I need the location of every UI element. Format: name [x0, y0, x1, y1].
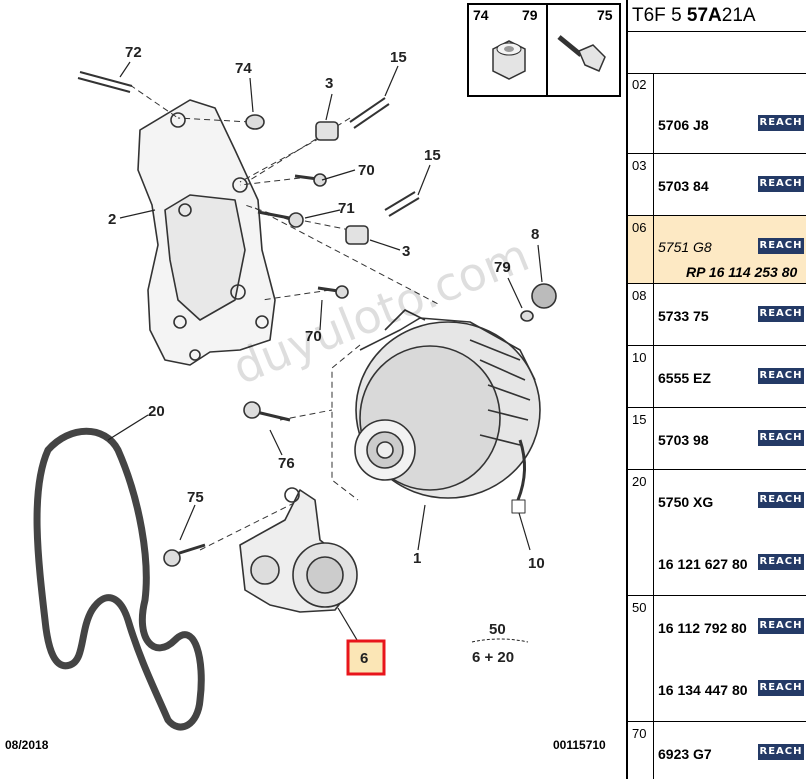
callout-15[interactable]: 15	[390, 49, 407, 66]
row-index: 02	[628, 73, 654, 153]
part-number[interactable]: 16 134 447 80	[658, 682, 748, 698]
part-number[interactable]: 5703 84	[658, 178, 709, 194]
part-number[interactable]: 5751 G8	[658, 239, 712, 255]
spacer-part[interactable]	[345, 225, 369, 245]
nut-part[interactable]	[245, 114, 265, 130]
belt-part[interactable]	[33, 427, 205, 731]
reach-badge: REACH	[758, 430, 804, 446]
inset-label-74: 74	[473, 7, 489, 23]
header-model: T6F	[632, 5, 666, 26]
panel-blank-row	[628, 32, 806, 74]
parts-row-02[interactable]: 02 5706 J8 REACH	[628, 73, 806, 154]
callout-70[interactable]: 70	[358, 162, 375, 179]
callout-2[interactable]: 2	[108, 211, 116, 228]
part-number[interactable]: 5733 75	[658, 308, 709, 324]
parts-row-15[interactable]: 15 5703 98 REACH	[628, 408, 806, 470]
svg-text:6 + 20: 6 + 20	[472, 649, 514, 666]
row-index: 15	[628, 408, 654, 469]
catalog-reference-header: T6F 5 57A21A	[628, 0, 806, 32]
parts-row-20[interactable]: 20 5750 XG REACH 16 121 627 80 REACH	[628, 470, 806, 596]
row-index: 03	[628, 154, 654, 215]
svg-text:50: 50	[489, 621, 506, 638]
callout-3[interactable]: 3	[402, 243, 410, 260]
parts-row-70[interactable]: 70 6923 G7 REACH	[628, 722, 806, 779]
reach-badge: REACH	[758, 176, 804, 192]
header-variant: 21A	[721, 5, 756, 26]
callout-76[interactable]: 76	[278, 455, 295, 472]
header-group: 5	[671, 5, 682, 26]
row-index: 08	[628, 284, 654, 345]
footer-date: 08/2018	[5, 738, 49, 752]
inset-label-79: 79	[522, 7, 538, 23]
part-number[interactable]: 5706 J8	[658, 117, 709, 133]
flange-nut-icon	[492, 40, 526, 80]
part-number[interactable]: 16 121 627 80	[658, 556, 748, 572]
reach-badge: REACH	[758, 115, 804, 131]
reach-badge: REACH	[758, 680, 804, 696]
reach-badge: REACH	[758, 554, 804, 570]
callout-72[interactable]: 72	[125, 44, 142, 61]
row-index: 70	[628, 722, 654, 779]
reach-badge: REACH	[758, 618, 804, 634]
inset-divider	[546, 5, 548, 95]
bracket-part[interactable]	[137, 99, 276, 366]
callout-79[interactable]: 79	[494, 259, 511, 276]
header-plate: 57A	[686, 5, 722, 26]
reach-badge: REACH	[758, 306, 804, 322]
fastener-inset: 74 79 75	[467, 3, 621, 97]
replacement-part-number[interactable]: RP 16 114 253 80	[686, 264, 798, 280]
callout-20[interactable]: 20	[148, 403, 165, 420]
row-index: 50	[628, 596, 654, 721]
reach-badge: REACH	[758, 492, 804, 508]
part-number[interactable]: 5703 98	[658, 432, 709, 448]
part-number[interactable]: 5750 XG	[658, 494, 714, 510]
row-index: 06	[628, 216, 654, 283]
parts-row-06-selected[interactable]: 06 5751 G8 REACH RP 16 114 253 80	[628, 216, 806, 284]
parts-row-03[interactable]: 03 5703 84 REACH	[628, 154, 806, 216]
alternator-part[interactable]	[354, 309, 541, 499]
callout-74[interactable]: 74	[235, 60, 252, 77]
flange-bolt-icon	[557, 35, 606, 72]
parts-list-panel: T6F 5 57A21A 02 5706 J8 REACH 03 5703 84…	[626, 0, 806, 779]
footer-code: 00115710	[553, 738, 606, 752]
exploded-parts-diagram: 72 74 3 15 70 2 71 15 3 8 79 70 20 76 75…	[33, 44, 557, 731]
callout-1[interactable]: 1	[413, 550, 421, 567]
callout-6[interactable]: 6	[360, 650, 368, 667]
callout-15[interactable]: 15	[424, 147, 441, 164]
callout-6-highlighted[interactable]: 6	[346, 639, 386, 676]
parts-row-10[interactable]: 10 6555 EZ REACH	[628, 346, 806, 408]
part-number[interactable]: 6555 EZ	[658, 370, 711, 386]
callout-75[interactable]: 75	[187, 489, 204, 506]
inset-label-75: 75	[597, 7, 613, 23]
reach-badge: REACH	[758, 744, 804, 760]
kit-label: 50 6 + 20	[471, 621, 529, 666]
part-number[interactable]: 6923 G7	[658, 746, 712, 762]
spacer-part[interactable]	[315, 121, 339, 141]
row-index: 20	[628, 470, 654, 595]
row-index: 10	[628, 346, 654, 407]
callout-70[interactable]: 70	[305, 328, 322, 345]
cap-part[interactable]	[531, 283, 557, 309]
tensioner-part[interactable]	[239, 487, 358, 613]
callout-3[interactable]: 3	[325, 75, 333, 92]
parts-row-50[interactable]: 50 16 112 792 80 REACH 16 134 447 80 REA…	[628, 596, 806, 722]
callout-8[interactable]: 8	[531, 226, 539, 243]
callout-10[interactable]: 10	[528, 555, 545, 572]
reach-badge: REACH	[758, 238, 804, 254]
callout-71[interactable]: 71	[338, 200, 355, 217]
parts-row-08[interactable]: 08 5733 75 REACH	[628, 284, 806, 346]
part-number[interactable]: 16 112 792 80	[658, 620, 747, 636]
reach-badge: REACH	[758, 368, 804, 384]
